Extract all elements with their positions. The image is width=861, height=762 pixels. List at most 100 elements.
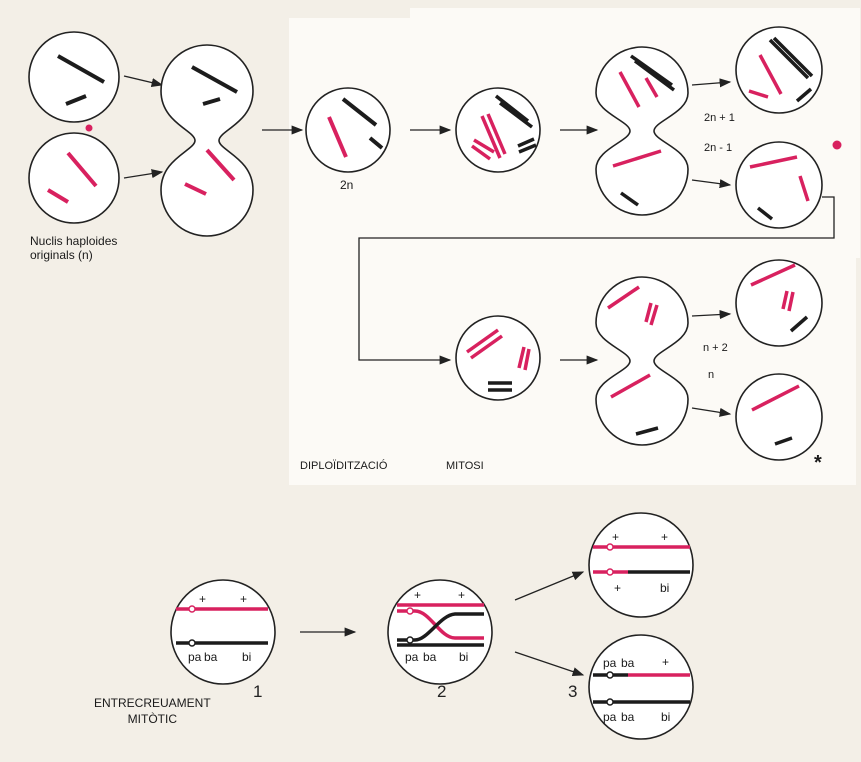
red-dot-icon [832, 140, 842, 150]
chromosome-black [498, 101, 534, 129]
nucleus-cell [305, 87, 391, 173]
gene-label-ba: ba [423, 650, 437, 664]
chromosome-black [633, 59, 676, 92]
gene-label-bi: bi [661, 710, 671, 724]
gene-label-pa: pa [603, 710, 617, 724]
gene-label-ba: ba [204, 650, 218, 664]
chromosome-magenta [473, 138, 495, 154]
arrow [691, 310, 732, 320]
chromosome-black [494, 94, 530, 123]
chromosome-black [789, 315, 809, 333]
step-number-3: 3 [568, 682, 578, 701]
chromosome-black [202, 97, 221, 106]
chromosome-magenta [781, 290, 789, 310]
chromosome-magenta [612, 149, 662, 168]
chromosome-magenta [644, 302, 653, 323]
chromosome-black [774, 436, 793, 446]
step-number-2: 2 [437, 682, 447, 701]
nucleus-cell [170, 579, 276, 685]
centromere [606, 568, 614, 576]
red-dot-icon [85, 124, 93, 132]
connector-line [358, 196, 835, 365]
chromosome-black [517, 137, 535, 148]
centromere [606, 543, 614, 551]
chromosome-black [65, 94, 87, 106]
chromosome-black [635, 426, 659, 436]
plus-marker: + [614, 581, 622, 595]
dividing-nucleus [595, 46, 689, 216]
chromosome-magenta [46, 188, 70, 204]
nucleus-cell [28, 132, 120, 224]
label-2n-plus-1: 2n + 1 [704, 112, 735, 124]
plus-marker: + [661, 530, 669, 544]
chromosome-black [341, 97, 378, 127]
label-haploid-nuclei: Nuclis haploides originals (n) [30, 234, 118, 262]
gene-label-pa: pa [603, 656, 617, 670]
chromosome-black [772, 36, 814, 78]
label-n-plus-2: n + 2 [703, 342, 728, 354]
chromosome-magenta [750, 263, 796, 287]
nucleus-cell [735, 26, 823, 114]
gene-label-pa: pa [188, 650, 202, 664]
chromosome-magenta [748, 89, 769, 99]
chromosome-magenta [523, 348, 531, 371]
chromosome-black [768, 38, 810, 80]
nucleus-cell [735, 141, 823, 229]
chromosome-magenta [758, 54, 783, 95]
gene-label-ba: ba [621, 710, 635, 724]
label-mitosis: MITOSI [446, 460, 484, 472]
plus-marker: + [240, 592, 248, 606]
label-n: n [708, 369, 715, 381]
plus-marker: + [458, 588, 466, 602]
arrow [514, 651, 585, 676]
gene-label-pa: pa [405, 650, 419, 664]
centromere [606, 698, 614, 706]
chromosome-magenta [469, 334, 504, 360]
plus-marker: + [662, 655, 670, 669]
chromosome-magenta [486, 113, 507, 155]
nucleus-cell [735, 373, 823, 461]
label-2n: 2n [340, 178, 354, 192]
nucleus-cell [588, 512, 694, 618]
nucleus-cell [455, 87, 541, 173]
chromosome-black [57, 54, 105, 84]
chromosome-magenta [618, 71, 641, 108]
arrow [123, 169, 164, 179]
plus-marker: + [612, 530, 620, 544]
chromosome-black [756, 206, 774, 221]
gene-label-bi: bi [660, 581, 670, 595]
nucleus-cell [28, 31, 120, 123]
dividing-nucleus [160, 44, 254, 237]
arrow [123, 75, 164, 88]
chromosome-magenta [66, 151, 98, 188]
centromere [406, 636, 414, 644]
chromosome-magenta [798, 175, 810, 202]
chromosome-black [518, 143, 537, 154]
step-number-1: 1 [253, 682, 263, 701]
centromere [188, 605, 196, 613]
centromere [606, 671, 614, 679]
chromosome-magenta [649, 304, 659, 326]
dividing-nucleus [595, 276, 689, 446]
arrow [691, 179, 732, 189]
label-diploidization: DIPLOÏDITZACIÓ [300, 460, 388, 472]
chromosome-magenta [751, 384, 800, 412]
arrow [691, 78, 732, 88]
chromosome-magenta [327, 116, 348, 158]
chromosome-magenta [610, 373, 651, 399]
chromosome-magenta [787, 291, 795, 312]
nucleus-cell [588, 634, 694, 740]
chromosome-black [629, 54, 674, 87]
chromosome-magenta [749, 155, 798, 169]
chromosome-black [795, 87, 813, 103]
nucleus-cell [455, 315, 541, 401]
plus-marker: + [414, 588, 422, 602]
chromosome-black [619, 191, 640, 207]
chromosome-black [191, 65, 238, 94]
chromosome-magenta [184, 182, 207, 196]
gene-label-bi: bi [459, 650, 469, 664]
gene-label-bi: bi [242, 650, 252, 664]
plus-marker: + [199, 592, 207, 606]
chromosome-magenta [607, 285, 640, 310]
